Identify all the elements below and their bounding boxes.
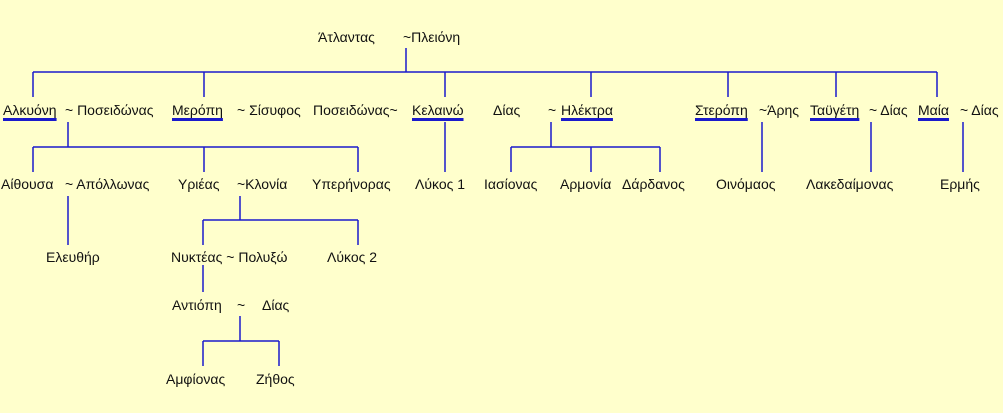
maia-link[interactable]: Μαία [918,102,949,118]
ilektra-connector [510,122,661,172]
zithos-name: Ζήθος [256,371,295,387]
meropi-link[interactable]: Μερόπη [172,102,223,118]
root-connector [32,48,938,97]
alkyoni-link[interactable]: Αλκυόνη [3,102,57,118]
kelaino-spouse: Ποσειδώνας~ [313,102,398,118]
ilektra-spouse: Δίας [493,102,521,118]
antiopi-connector [202,316,280,366]
iasionas-name: Ιασίονας [484,176,538,192]
lykos1-name: Λύκος 1 [415,176,466,192]
ilektra-link[interactable]: Ηλέκτρα [561,102,613,118]
antiopi-name: Αντιόπη [172,297,222,313]
taygeti-link[interactable]: Ταϋγέτη [810,102,860,118]
nykteas-name: Νυκτέας ~ Πολυξώ [171,249,288,265]
meropi-spouse: ~ Σίσυφος [237,102,301,118]
atlas-name: Άτλαντας [318,29,375,45]
taygeti-spouse: ~ Δίας [869,102,908,118]
yrieas-spouse: ~Κλονία [237,176,288,192]
steropi-link[interactable]: Στερόπη [695,102,748,118]
yperinoras-name: Υπερήνορας [312,176,391,192]
armonia-name: Αρμονία [560,176,612,192]
eleuthir-name: Ελευθήρ [46,249,100,265]
steropi-spouse: ~Άρης [759,102,800,118]
lakedaimonas-name: Λακεδαίμονας [806,176,894,192]
pleione-name: ~Πλειόνη [403,29,461,45]
antiopi-tilde: ~ [237,297,246,313]
lykos2-name: Λύκος 2 [327,249,378,265]
oinomaos-name: Οινόμαος [716,176,776,192]
antiopi-spouse: Δίας [262,297,290,313]
maia-spouse: ~ Δίας [960,102,999,118]
amfionas-name: Αμφίονας [166,371,226,387]
ermis-name: Ερμής [940,176,980,192]
aithousa-name: Αίθουσα [1,176,54,192]
alkyoni-spouse: ~ Ποσειδώνας [65,102,154,118]
ilektra-tilde: ~ [548,102,557,118]
dardanos-name: Δάρδανος [622,176,685,192]
alkyoni-connector [32,122,359,172]
kelaino-link[interactable]: Κελαινώ [412,102,464,118]
aithousa-spouse: ~ Απόλλωνας [65,176,150,192]
yrieas-name: Υριέας [178,176,220,192]
klonia-connector [202,196,359,245]
